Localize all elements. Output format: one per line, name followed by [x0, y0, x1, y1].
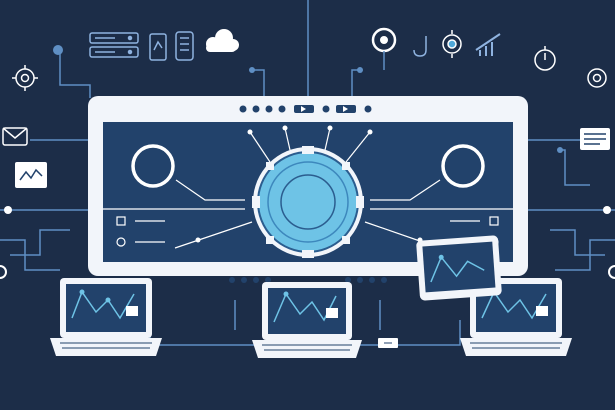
cloud-icon [206, 29, 239, 52]
clock-icon [534, 46, 556, 71]
laptop-left [50, 278, 162, 356]
list-card-icon [580, 128, 610, 150]
usb-icon [378, 338, 398, 348]
edge-nodes [0, 265, 615, 279]
screen-connectors [103, 127, 513, 249]
bar-chart-icon [475, 33, 501, 56]
pin-dot-icon [53, 45, 63, 55]
central-hub [252, 146, 364, 258]
tablet-icon [149, 33, 167, 61]
phone-icon [175, 31, 194, 61]
chart-card-icon [15, 162, 47, 188]
hook-icon [413, 36, 427, 57]
laptop-center [252, 282, 362, 358]
right-ring-node [441, 144, 485, 188]
gear-icon-right [587, 68, 607, 88]
envelope-icon [2, 127, 28, 146]
tablet [416, 235, 502, 301]
server-icon [89, 32, 139, 58]
left-ring-node [131, 144, 175, 188]
monitor-bottom-dots [229, 277, 387, 283]
connector-dots [4, 67, 611, 214]
target-icon [371, 27, 397, 70]
settings-icon [442, 30, 462, 58]
gear-icon [12, 65, 38, 91]
